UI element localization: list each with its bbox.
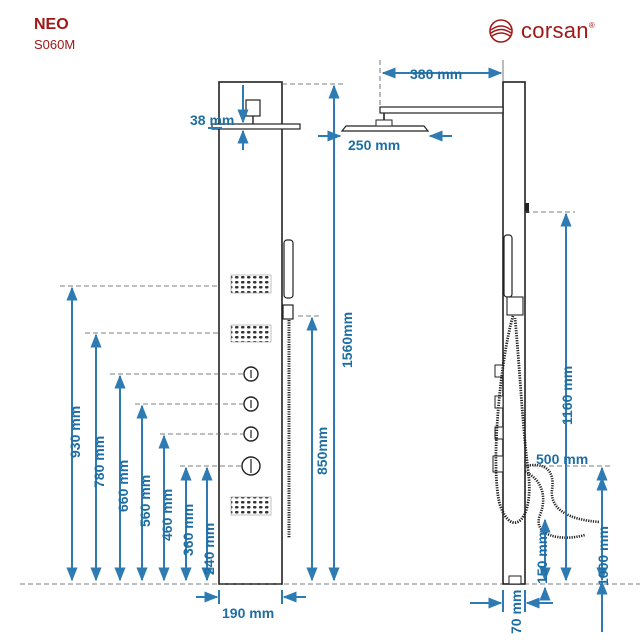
product-model: S060M (34, 37, 76, 52)
corsan-logo-icon (489, 19, 513, 43)
inlet-hose-2 (524, 470, 586, 539)
side-jet-3 (494, 426, 504, 440)
side-thermostat (492, 455, 504, 473)
registered-mark: ® (588, 20, 595, 30)
label-jet-780: 780 mm (91, 436, 107, 488)
label-head-thickness: 38 mm (190, 112, 234, 128)
rain-shower-head (211, 123, 301, 130)
side-hose (494, 315, 531, 524)
side-panel-view (340, 81, 601, 585)
label-holder-height-front: 850mm (314, 427, 330, 475)
side-panel-body (502, 81, 526, 585)
top-jet-grille (230, 274, 272, 294)
label-holder-height-side: 1160 mm (559, 366, 575, 425)
label-jet-460: 460 mm (159, 489, 175, 541)
product-name: NEO (34, 16, 69, 33)
label-bottom-clearance: 150 mm (534, 532, 550, 584)
label-jet-660: 660 mm (115, 460, 131, 512)
side-dimension-arrows (318, 60, 608, 632)
shower-arm (379, 106, 504, 114)
side-rain-head (340, 125, 430, 132)
label-overall-height: 1560mm (339, 312, 355, 368)
side-holder (506, 296, 524, 316)
hand-shower (283, 239, 294, 299)
label-jet-560: 560 mm (137, 475, 153, 527)
inlet-hose-1 (524, 463, 601, 524)
side-hand-shower (503, 234, 513, 298)
brand-logo: corsan ® (487, 18, 595, 44)
side-knob (525, 203, 529, 213)
brand-name: corsan (521, 18, 589, 43)
label-jet-930: 930 mm (67, 406, 83, 458)
label-panel-depth: 70 mm (508, 590, 524, 634)
bottom-jet-grille (230, 496, 272, 516)
front-panel-view (211, 81, 301, 585)
label-arm-length: 380 mm (410, 66, 462, 82)
label-panel-width: 190 mm (222, 605, 274, 621)
head-mount (245, 99, 261, 117)
hand-shower-holder (282, 304, 294, 320)
front-reference-lines (20, 83, 640, 585)
label-inlet-spacing: 500 mm (536, 451, 588, 467)
label-jet-360: 360 mm (180, 504, 196, 556)
label-jet-240: 240 mm (201, 523, 217, 575)
label-inlet-height: 1000 mm (595, 526, 611, 586)
upper-jet-grille (230, 324, 272, 343)
label-head-diameter: 250 mm (348, 137, 400, 153)
front-dimension-arrows (66, 84, 340, 604)
